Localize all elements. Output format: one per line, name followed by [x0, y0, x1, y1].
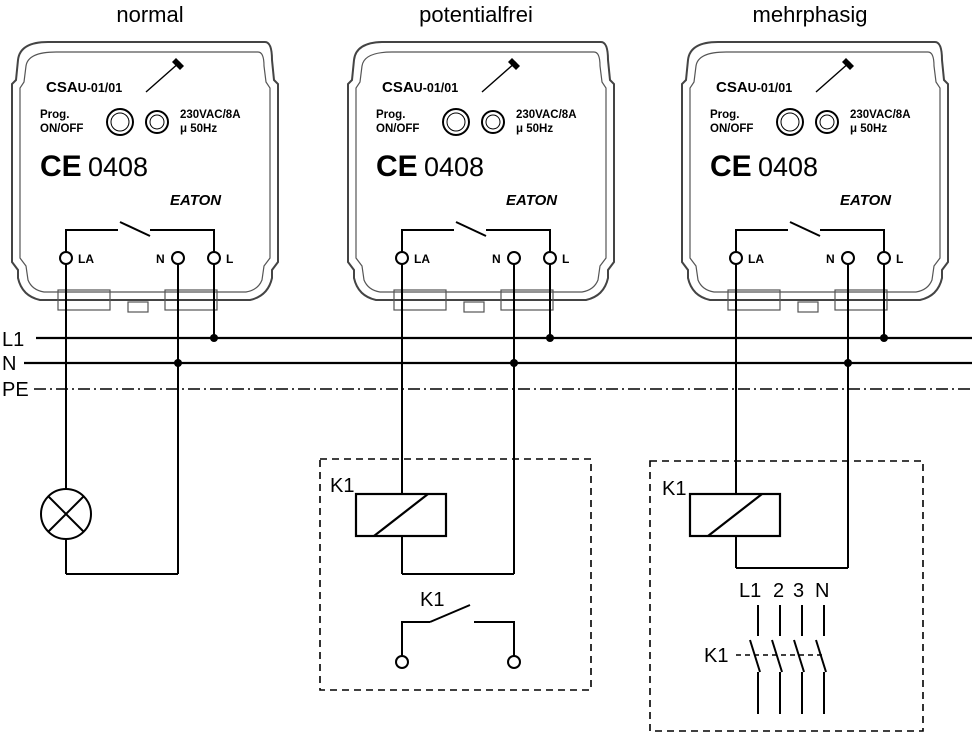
phase-label-2: 2 [773, 580, 784, 602]
rail-label-l1: L1 [2, 329, 24, 351]
svg-text:CE: CE [376, 150, 418, 183]
device-potentialfrei: CSAU-01/01 Prog. ON/OFF 230VAC/8A μ 50Hz… [347, 41, 615, 313]
led-indicator-3 [815, 110, 839, 134]
model-text-3: CSAU-01/01 [716, 79, 792, 96]
svg-text:N: N [156, 252, 165, 266]
svg-text:N: N [492, 252, 501, 266]
prog-button-2 [442, 108, 470, 136]
prog-button-1 [106, 108, 134, 136]
svg-text:0408: 0408 [758, 152, 818, 182]
phase-label-l1: L1 [739, 580, 761, 602]
svg-text:LA: LA [748, 252, 764, 266]
relay-coil-icon [688, 492, 782, 538]
terminal-la-1 [59, 251, 73, 265]
rail-label-pe: PE [2, 379, 29, 401]
rating-1: 230VAC/8A [180, 109, 241, 121]
rail-label-n: N [2, 353, 16, 375]
model-text-2: CSAU-01/01 [382, 79, 458, 96]
phase-label-3: 3 [793, 580, 804, 602]
svg-text:LA: LA [414, 252, 430, 266]
contacts-label-3: K1 [704, 645, 728, 667]
ce-mark-1: CE [40, 150, 82, 183]
relay-coil-icon [354, 492, 448, 538]
title-mehrphasig: mehrphasig [753, 2, 868, 27]
led-indicator-1 [145, 110, 169, 134]
prog-label-2: ON/OFF [40, 123, 83, 135]
svg-text:μ 50Hz: μ 50Hz [516, 123, 553, 135]
coil-label-3: K1 [662, 478, 686, 500]
multi-pole-contact-icon [749, 605, 827, 714]
lamp-icon [40, 488, 92, 540]
circuit-potentialfrei: K1 K1 [319, 264, 592, 691]
terminal-n-3 [841, 251, 855, 265]
circuit-normal [40, 264, 218, 575]
ce-number-1: 0408 [88, 152, 148, 182]
title-potentialfrei: potentialfrei [419, 2, 533, 27]
svg-text:Prog.: Prog. [376, 109, 405, 121]
title-normal: normal [116, 2, 183, 27]
relay-box-potentialfrei [319, 458, 592, 691]
terminal-la-2 [395, 251, 409, 265]
svg-text:230VAC/8A: 230VAC/8A [850, 109, 911, 121]
terminal-n-1 [171, 251, 185, 265]
device-normal: CSAU-01/01 Prog. ON/OFF 230VAC/8A μ 50Hz… [11, 41, 279, 313]
svg-text:Prog.: Prog. [710, 109, 739, 121]
led-indicator-2 [481, 110, 505, 134]
svg-text:LA: LA [78, 252, 94, 266]
eaton-logo-3: EATON [840, 192, 892, 209]
contact-label-2: K1 [420, 589, 444, 611]
eaton-logo-2: EATON [506, 192, 558, 209]
coil-label-2: K1 [330, 475, 354, 497]
device-mehrphasig: CSAU-01/01 Prog. ON/OFF 230VAC/8A μ 50Hz… [681, 41, 949, 313]
circuit-mehrphasig: K1 L1 2 3 N K1 [649, 264, 924, 732]
phase-label-n: N [815, 580, 829, 602]
terminal-n-2 [507, 251, 521, 265]
svg-text:ON/OFF: ON/OFF [376, 123, 419, 135]
svg-text:L: L [562, 252, 569, 266]
terminal-la-3 [729, 251, 743, 265]
prog-button-3 [776, 108, 804, 136]
rating-2: μ 50Hz [180, 123, 217, 135]
model-text-1: CSAU-01/01 [46, 79, 122, 96]
svg-text:ON/OFF: ON/OFF [710, 123, 753, 135]
terminal-l-2 [543, 251, 557, 265]
relay-contact-icon [395, 604, 521, 669]
svg-text:L: L [226, 252, 233, 266]
svg-text:230VAC/8A: 230VAC/8A [516, 109, 577, 121]
svg-text:L: L [896, 252, 903, 266]
prog-label-1: Prog. [40, 109, 69, 121]
relay-box-mehrphasig [649, 460, 924, 732]
terminal-l-1 [207, 251, 221, 265]
svg-text:μ 50Hz: μ 50Hz [850, 123, 887, 135]
eaton-logo-1: EATON [170, 192, 222, 209]
svg-text:CE: CE [710, 150, 752, 183]
svg-text:0408: 0408 [424, 152, 484, 182]
terminal-l-3 [877, 251, 891, 265]
svg-text:N: N [826, 252, 835, 266]
